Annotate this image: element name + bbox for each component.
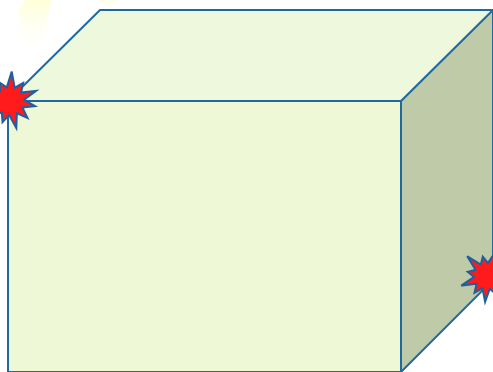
box-front-face [8, 101, 401, 372]
light-glow [18, 0, 52, 58]
